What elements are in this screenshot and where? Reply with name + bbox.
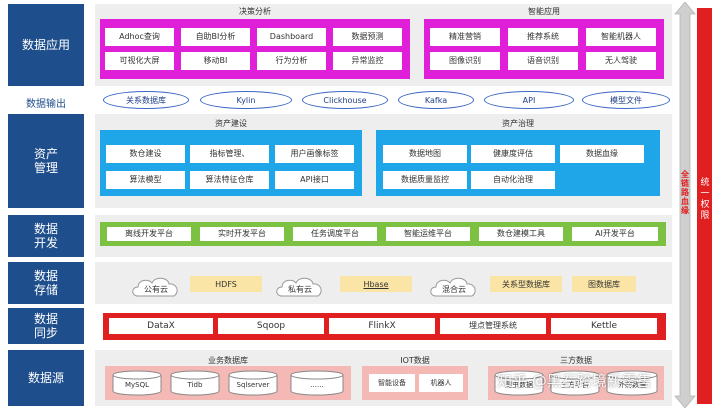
database-icon: MySQL <box>112 370 162 396</box>
decision-item: 行为分析 <box>257 52 326 70</box>
database-icon: Tidb <box>170 370 220 396</box>
smart-item: 精准营销 <box>430 28 500 46</box>
asset-build-title: 资产建设 <box>215 119 247 128</box>
decision-item: 异常监控 <box>333 52 402 70</box>
iot-item: 智能设备 <box>369 374 415 392</box>
dev-platform-item: 任务调度平台 <box>293 227 377 241</box>
cloud-icon: 私有云 <box>272 272 328 300</box>
database-icon: ...... <box>290 370 344 396</box>
output-oval: Kafka <box>398 91 474 109</box>
output-oval: Clickhouse <box>302 91 388 109</box>
label-data-output: 数据输出 <box>26 98 66 110</box>
third-party-title: 三方数据 <box>560 356 592 365</box>
dev-platform-item: 数仓建模工具 <box>479 227 563 241</box>
asset-governance-title: 资产治理 <box>502 119 534 128</box>
asset-gov-item: 数据血缘 <box>560 145 644 163</box>
asset-build-item: 数仓建设 <box>106 145 185 163</box>
smart-item: 无人驾驶 <box>586 52 656 70</box>
storage-item-hbase: Hbase <box>340 276 412 292</box>
decision-item: 移动BI <box>181 52 250 70</box>
output-oval: Kylin <box>200 91 292 109</box>
sync-item: Kettle <box>551 318 657 334</box>
cloud-icon: 混合云 <box>426 272 482 300</box>
output-oval: API <box>484 91 574 109</box>
asset-build-item: 算法特征仓库 <box>190 171 269 189</box>
iot-data-title: IOT数据 <box>400 356 430 365</box>
asset-build-item: 指标管理、 <box>190 145 269 163</box>
sync-item: FlinkX <box>329 318 435 334</box>
dev-platform-group <box>100 222 666 246</box>
label-data-development: 数据 开发 <box>8 215 84 257</box>
smart-application-title: 智能应用 <box>528 7 560 16</box>
cloud-icon: 公有云 <box>128 272 184 300</box>
asset-gov-item: 健康度评估 <box>471 145 555 163</box>
asset-gov-item: 数据地图 <box>383 145 467 163</box>
asset-build-item: 用户画像标签 <box>275 145 354 163</box>
database-icon: 爬虫数据 <box>494 370 544 396</box>
unified-permission-bar <box>697 8 712 404</box>
lineage-arrow <box>674 2 696 408</box>
storage-item-rdb: 关系型数据库 <box>490 276 562 292</box>
sync-item: 埋点管理系统 <box>440 318 546 334</box>
output-oval: 关系数据库 <box>103 91 189 109</box>
sync-item: DataX <box>109 318 213 334</box>
dev-platform-item: 智能运维平台 <box>386 227 470 241</box>
asset-build-item: 算法模型 <box>106 171 185 189</box>
asset-gov-item: 自动化治理 <box>471 171 555 189</box>
label-data-storage: 数据 存储 <box>8 262 84 304</box>
smart-item: 图像识别 <box>430 52 500 70</box>
label-data-source: 数据源 <box>8 350 84 406</box>
dev-platform-item: 离线开发平台 <box>107 227 191 241</box>
smart-item: 推荐系统 <box>508 28 578 46</box>
database-icon: Sqlserver <box>228 370 278 396</box>
unified-permission-label: 统一权限 <box>700 178 710 221</box>
dev-platform-item: AI开发平台 <box>572 227 658 241</box>
biz-db-title: 业务数据库 <box>208 356 248 365</box>
watermark-text: 知乎 @黑石跨境新零售 <box>497 372 652 390</box>
storage-item-hdfs: HDFS <box>190 276 262 292</box>
label-asset-management: 资产 管理 <box>8 114 84 208</box>
dev-platform-item: 实时开发平台 <box>200 227 284 241</box>
storage-item-graphdb: 图数据库 <box>572 276 636 292</box>
smart-item: 语音识别 <box>508 52 578 70</box>
iot-item: 机器人 <box>419 374 463 392</box>
smart-item: 智能机器人 <box>586 28 656 46</box>
asset-gov-item: 数据质量监控 <box>383 171 467 189</box>
decision-item: 自助BI分析 <box>181 28 250 46</box>
decision-analysis-title: 决策分析 <box>239 7 271 16</box>
full-lineage-label: 全链路血缘 <box>681 170 689 215</box>
database-icon: 外购数据 <box>606 370 658 396</box>
decision-item: 可视化大屏 <box>105 52 174 70</box>
decision-item: Adhoc查询 <box>105 28 174 46</box>
asset-build-item: API接口 <box>275 171 354 189</box>
decision-item: 数据预测 <box>333 28 402 46</box>
label-data-application: 数据应用 <box>8 4 84 86</box>
database-icon: 三方平台 <box>550 370 600 396</box>
decision-item: Dashboard <box>257 28 326 46</box>
output-oval: 模型文件 <box>582 91 670 109</box>
sync-item: Sqoop <box>218 318 324 334</box>
label-data-sync: 数据 同步 <box>8 308 84 344</box>
